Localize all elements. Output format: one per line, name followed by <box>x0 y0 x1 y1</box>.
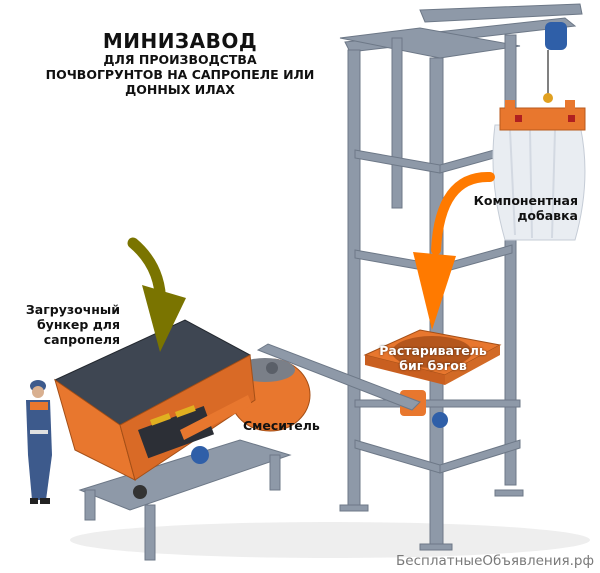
label-bag-unloader: Растариватель биг бэгов <box>379 343 487 373</box>
bag-unloader <box>363 329 502 428</box>
curved-down-arrow-olive-icon <box>127 237 186 352</box>
watermark: БесплатныеОбъявления.рф <box>396 553 594 569</box>
label-loading-hopper: Загрузочный бункер для сапропеля <box>25 302 120 347</box>
title-line-2: ПОЧВОГРУНТОВ НА САПРОПЕЛЕ ИЛИ <box>45 67 315 82</box>
curved-down-arrow-orange-icon <box>413 171 495 330</box>
loading-hopper <box>53 319 256 499</box>
label-component-additive: Компонентная добавка <box>473 193 578 223</box>
worker-figure <box>26 380 52 504</box>
title-line-3: ДОННЫХ ИЛАХ <box>125 82 235 97</box>
hoist-motor <box>543 22 567 103</box>
tower-frame <box>339 3 583 551</box>
base-frame <box>78 439 292 561</box>
conveyor <box>256 343 421 411</box>
page-title: МИНИЗАВОД <box>102 29 258 53</box>
big-bag <box>492 100 586 241</box>
label-mixer: Смеситель <box>243 418 320 433</box>
title-line-1: ДЛЯ ПРОИЗВОДСТВА <box>103 52 257 67</box>
title-block: МИНИЗАВОД ДЛЯ ПРОИЗВОДСТВА ПОЧВОГРУНТОВ … <box>30 30 330 97</box>
